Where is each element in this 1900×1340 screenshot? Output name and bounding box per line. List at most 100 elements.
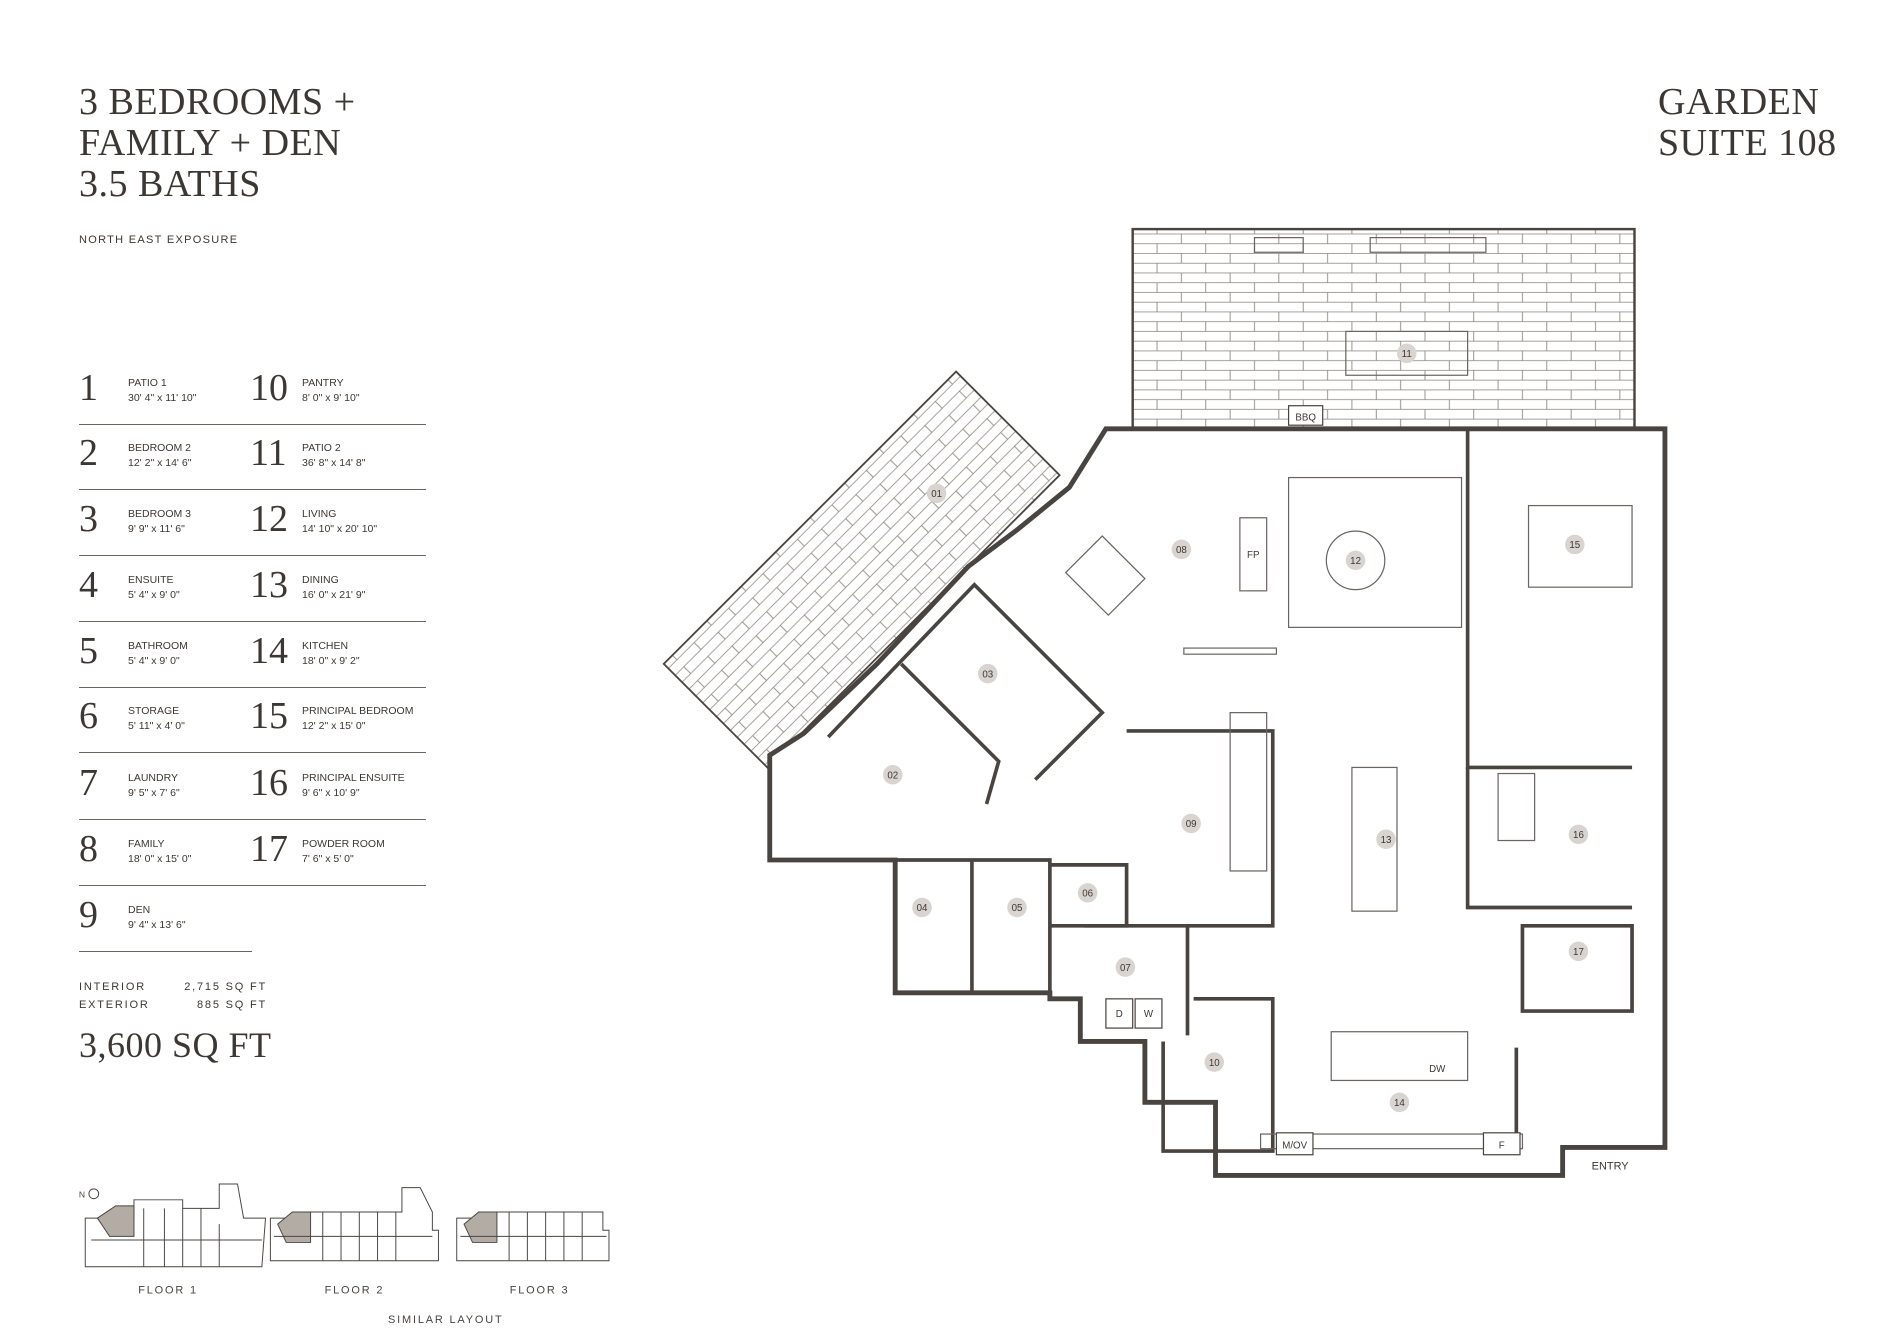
room-name: PATIO 2: [302, 442, 341, 454]
patio-1: [662, 370, 1061, 769]
room-tag: 07: [1120, 963, 1131, 974]
room-number: 13: [250, 564, 288, 606]
room-number: 9: [79, 894, 98, 936]
room-tag: 02: [887, 770, 898, 781]
room-dimensions: 9' 6" x 10' 9": [302, 787, 360, 799]
room-tag-marker: [1565, 534, 1585, 555]
room-dimensions: 5' 4" x 9' 0": [128, 589, 180, 601]
room-dimensions: 8' 0" x 9' 10": [302, 392, 360, 404]
room-tag-marker: [1389, 1092, 1410, 1113]
room-tag-marker: [1568, 941, 1589, 962]
room-tag-marker: [1396, 343, 1417, 364]
room-number: 5: [79, 630, 98, 672]
room-tag-marker: [883, 765, 903, 785]
room-dimensions: 5' 11" x 4' 0": [128, 720, 185, 732]
room-number: 17: [250, 828, 288, 870]
key-floor-3-label: FLOOR 3: [510, 1285, 570, 1297]
room-name: LIVING: [302, 508, 337, 520]
room-dimensions: 30' 4" x 11' 10": [128, 392, 197, 404]
room-info: ENSUITE 5' 4" x 9' 0": [128, 573, 180, 603]
room-tag: 06: [1082, 889, 1093, 900]
room-name: DINING: [302, 574, 339, 586]
room-tag: 14: [1394, 1098, 1405, 1109]
interior-value: 2,715 SQ FT: [184, 981, 267, 993]
total-area: 3,600 SQ FT: [79, 1025, 272, 1065]
room-tag: 10: [1209, 1058, 1220, 1069]
room-tag: 15: [1569, 540, 1580, 551]
legend-row: 4 ENSUITE 5' 4" x 9' 0" 13 DINING 16' 0" x 21…: [79, 561, 426, 622]
fireplace-label: FP: [1247, 550, 1259, 561]
room-name: POWDER ROOM: [302, 838, 385, 850]
dishwasher-label: DW: [1429, 1064, 1446, 1075]
key-plan-floor-1: [84, 1183, 267, 1268]
room-number: 10: [250, 367, 288, 409]
room-dimensions: 18' 0" x 9' 2": [302, 655, 360, 667]
washer-label: W: [1144, 1009, 1154, 1020]
room-name: BEDROOM 3: [128, 508, 192, 520]
room-dimensions: 14' 10" x 20' 10": [302, 523, 378, 535]
room-tag: 17: [1573, 947, 1584, 958]
suite-line: SUITE 108: [1658, 122, 1837, 164]
room-dimensions: 16' 0" x 21' 9": [302, 589, 366, 601]
bbq-label: BBQ: [1295, 412, 1316, 423]
room-tag-marker: [1568, 824, 1589, 845]
room-tag-marker: [1204, 1052, 1225, 1072]
room-number: 16: [250, 762, 288, 804]
similar-layout-note: SIMILAR LAYOUT: [388, 1314, 503, 1326]
room-info: LIVING 14' 10" x 20' 10": [302, 507, 377, 537]
room-tag-marker: [926, 483, 947, 504]
room-dimensions: 12' 2" x 14' 6": [128, 457, 192, 469]
room-tag: 05: [1012, 903, 1023, 914]
room-number: 1: [79, 367, 98, 409]
room-dimensions: 5' 4" x 9' 0": [128, 655, 180, 667]
room-number: 4: [79, 564, 98, 606]
key-floor-2-label: FLOOR 2: [325, 1285, 385, 1297]
room-dimensions: 12' 2" x 15' 0": [302, 720, 366, 732]
room-tag-marker: [1345, 550, 1366, 571]
unit-outline: [767, 426, 1668, 1178]
title-line: 3 BEDROOMS +: [79, 81, 356, 123]
room-tag-marker: [1007, 897, 1027, 918]
room-number: 14: [250, 630, 288, 672]
room-tag: 03: [982, 669, 993, 680]
room-number: 6: [79, 695, 98, 737]
room-name: PANTRY: [302, 377, 344, 389]
room-tag: 12: [1350, 556, 1361, 567]
room-info: PRINCIPAL BEDROOM 12' 2" x 15' 0": [302, 704, 413, 734]
room-name: PRINCIPAL BEDROOM: [302, 705, 414, 717]
room-name: ENSUITE: [128, 574, 174, 586]
microwave-oven-label: M/OV: [1282, 1141, 1307, 1152]
room-tag-marker: [1181, 813, 1201, 834]
unit-type-title: 3 BEDROOMS + FAMILY + DEN 3.5 BATHS: [79, 82, 356, 205]
interior-area: INTERIOR 2,715 SQ FT: [79, 981, 265, 993]
room-tag: 09: [1186, 819, 1197, 830]
room-tag-marker: [912, 897, 932, 918]
room-name: FAMILY: [128, 838, 165, 850]
north-indicator: N: [79, 1189, 87, 1199]
room-tag: 11: [1402, 349, 1412, 360]
room-tag: 08: [1176, 545, 1187, 556]
room-tag: 04: [917, 903, 928, 914]
room-info: DINING 16' 0" x 21' 9": [302, 573, 365, 603]
fridge-label: F: [1499, 1141, 1505, 1152]
title-line: FAMILY + DEN: [79, 122, 342, 164]
room-number: 8: [79, 828, 98, 870]
room-tag-marker: [1077, 883, 1098, 903]
room-dimensions: 9' 4" x 13' 6": [128, 919, 186, 931]
